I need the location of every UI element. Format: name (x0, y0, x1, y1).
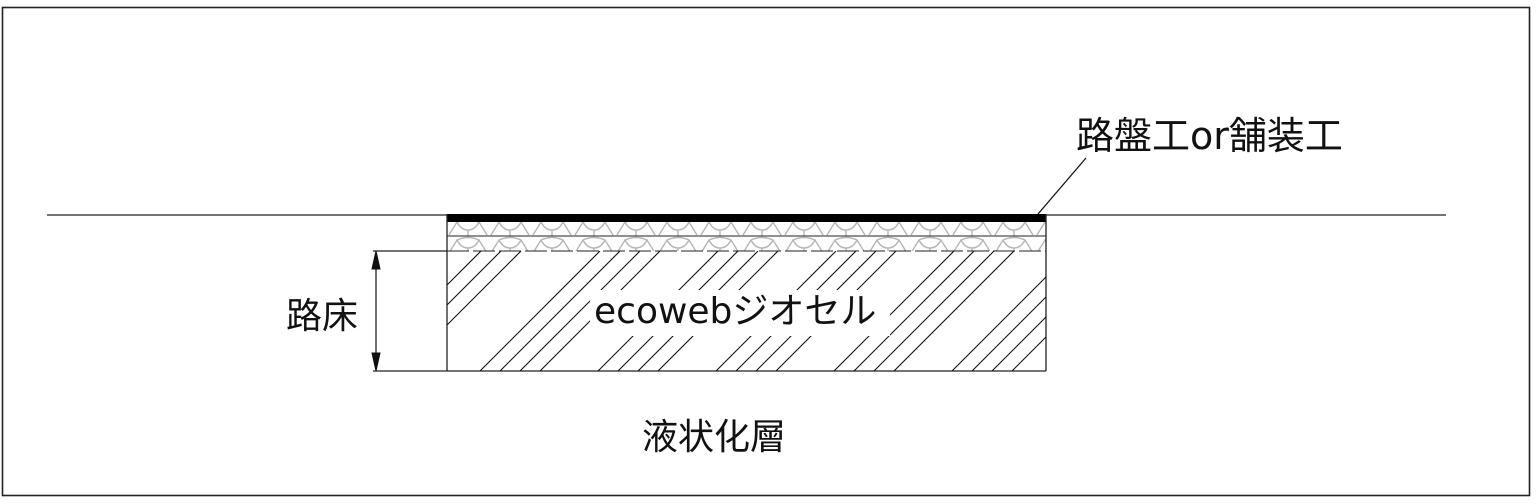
subgrade-box (373, 214, 1047, 372)
liquefaction-layer-label: 液状化層 (642, 417, 787, 458)
geocell-layer (447, 222, 1046, 252)
subgrade-label: 路床 (286, 296, 359, 337)
pavement-layer (447, 214, 1046, 222)
pavement-leader-line (1037, 157, 1087, 215)
pavement-label: 路盤工or舗装工 (1076, 114, 1343, 158)
subgrade-dimension-arrow (371, 250, 381, 372)
geocell-label: ecowebジオセル (594, 291, 877, 332)
drawing-frame (1, 6, 1531, 497)
geocell-label-backing (590, 290, 890, 336)
